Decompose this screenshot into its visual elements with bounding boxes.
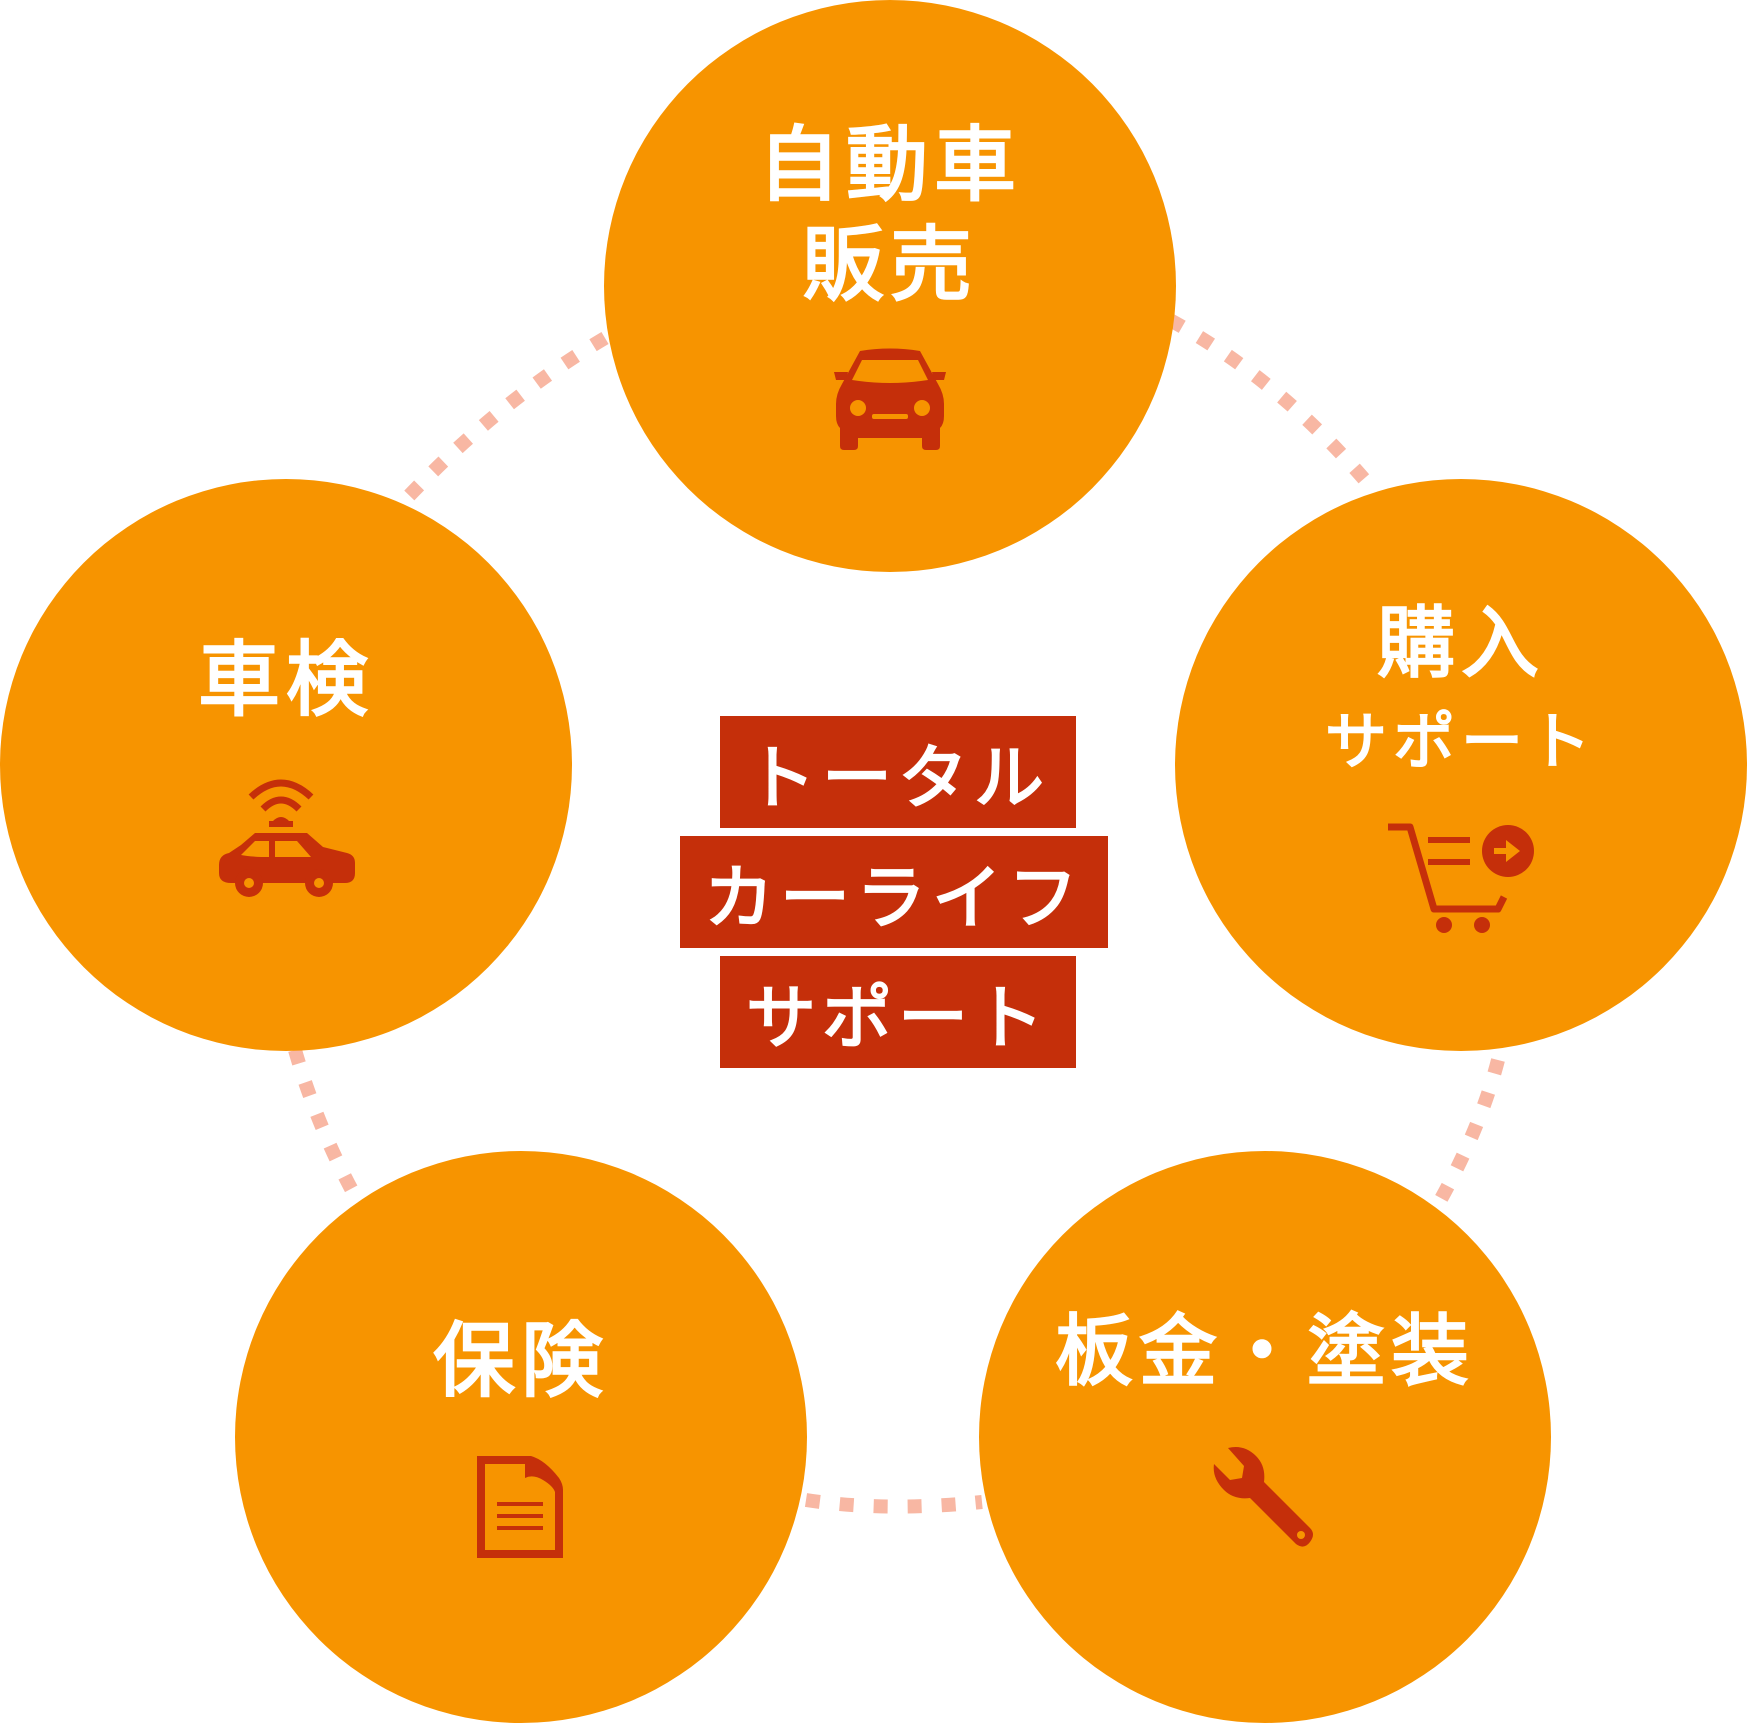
node-insurance[interactable]: 保険: [235, 1151, 807, 1723]
car-front-icon: [820, 346, 960, 456]
wrench-icon: [1200, 1442, 1330, 1572]
node-purchase-support[interactable]: 購入 サポート: [1175, 479, 1747, 1051]
shopping-cart-icon: [1386, 821, 1536, 936]
node-bodywork-painting-title: 板金・塗装: [1054, 1307, 1475, 1397]
connector-sales-purchase: [1166, 313, 1376, 491]
node-insurance-title: 保険: [432, 1314, 609, 1409]
connector-purchase-bodywork: [1429, 1058, 1505, 1212]
node-car-sales-title: 自動車 販売: [757, 118, 1022, 313]
node-vehicle-inspection-title: 車検: [197, 632, 374, 728]
node-purchase-support-title: 購入 サポート: [1324, 598, 1597, 778]
center-title-line-3: サポート: [720, 956, 1076, 1068]
connector-insurance-bodywork: [804, 1493, 983, 1514]
node-car-sales[interactable]: 自動車 販売: [604, 0, 1176, 572]
node-bodywork-painting[interactable]: 板金・塗装: [979, 1151, 1551, 1723]
center-title-line-2: カーライフ: [680, 836, 1108, 948]
connector-inspection-insurance: [288, 1048, 367, 1209]
center-title-line-1: トータル: [720, 716, 1076, 828]
connected-car-icon: [211, 775, 361, 900]
node-vehicle-inspection[interactable]: 車検: [0, 479, 572, 1051]
connector-sales-inspection: [399, 331, 609, 505]
document-icon: [473, 1452, 569, 1562]
